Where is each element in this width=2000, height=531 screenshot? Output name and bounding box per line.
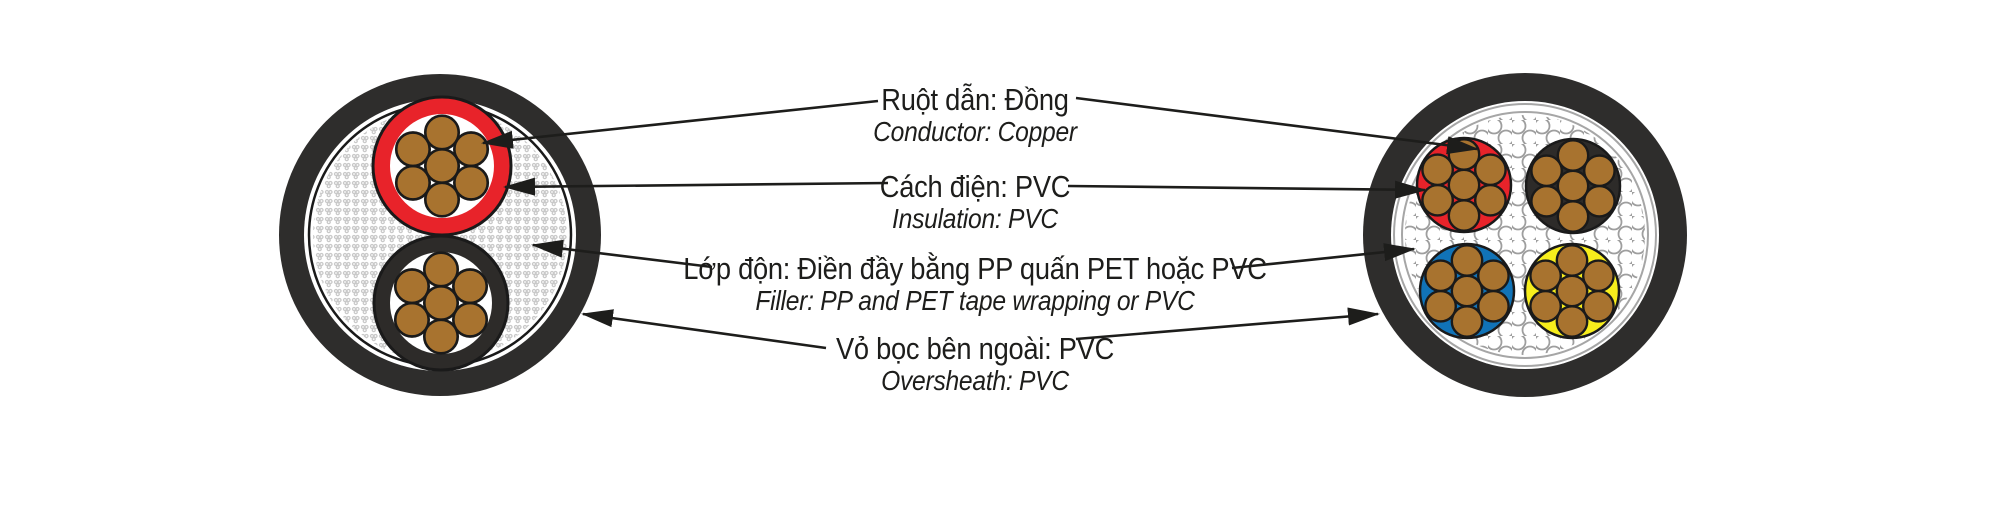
label-oversheath: Vỏ bọc bên ngoài: PVC Oversheath: PVC [623, 332, 1327, 396]
label-filler: Lớp độn: Điền đầy bằng PP quấn PET hoặc … [623, 252, 1327, 316]
left-cable-illustration [279, 74, 601, 396]
right-tape-ring-outer [1393, 103, 1657, 367]
right-core-black [1524, 137, 1622, 235]
right-core-blue [1418, 242, 1516, 340]
right-tape-ring-inner [1401, 111, 1649, 359]
right-core-red [1415, 136, 1513, 234]
annotation-arrows [481, 96, 1479, 350]
right-core-yellow [1523, 242, 1621, 340]
label-oversheath-en: Oversheath: PVC [881, 365, 1069, 396]
left-core-red [371, 95, 513, 237]
label-conductor-vi: Ruột dẫn: Đồng [881, 82, 1069, 117]
label-filler-en: Filler: PP and PET tape wrapping or PVC [755, 285, 1195, 316]
arrow-conductor-left [481, 99, 879, 149]
right-cable-illustration [1363, 73, 1687, 397]
label-oversheath-vi: Vỏ bọc bên ngoài: PVC [835, 331, 1115, 366]
arrow-insulation-left [503, 177, 889, 196]
label-insulation-en: Insulation: PVC [892, 203, 1058, 234]
arrow-insulation-right [1067, 180, 1427, 199]
label-conductor: Ruột dẫn: Đồng Conductor: Copper [623, 83, 1327, 147]
arrow-filler-right [1231, 243, 1416, 270]
label-insulation: Cách điện: PVC Insulation: PVC [623, 170, 1327, 234]
label-conductor-en: Conductor: Copper [873, 116, 1077, 147]
label-filler-vi: Lớp độn: Điền đầy bằng PP quấn PET hoặc … [683, 251, 1267, 286]
arrow-oversheath-right [1075, 307, 1380, 341]
arrow-conductor-right [1075, 96, 1479, 155]
arrow-filler-left [531, 239, 713, 269]
left-core-black [372, 234, 510, 372]
arrow-oversheath-left [581, 309, 827, 350]
label-insulation-vi: Cách điện: PVC [879, 169, 1071, 204]
